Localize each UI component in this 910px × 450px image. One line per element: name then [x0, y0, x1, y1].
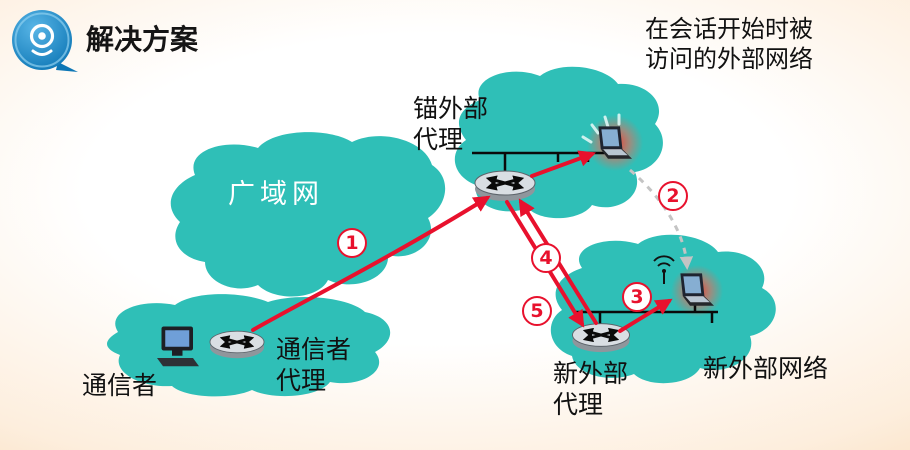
- webcam-badge-icon: [12, 10, 78, 72]
- wifi-antenna-icon: [653, 255, 675, 284]
- wan-network-blob: [170, 132, 446, 297]
- page-title: 解决方案: [86, 23, 199, 56]
- step-badge-5: 5: [522, 296, 552, 326]
- session-note: 在会话开始时被 访问的外部网络: [645, 14, 813, 74]
- correspondent-agent-router-icon: [210, 331, 264, 358]
- step-badge-3: 3: [622, 282, 652, 312]
- new-agent-router-icon: [573, 324, 630, 353]
- arrow-step3: [618, 298, 673, 333]
- new-foreign-agent-label: 新外部 代理: [553, 359, 629, 420]
- anchor-agent-label: 锚外部 代理: [413, 94, 489, 155]
- session-note-line1: 在会话开始时被: [645, 15, 813, 43]
- correspondent-pc-icon: [157, 326, 199, 367]
- step-badge-1: 1: [337, 228, 367, 258]
- wan-network-label: 广域网: [228, 179, 324, 210]
- anchor-agent-router-icon: [475, 171, 535, 201]
- wireless-signal-dashes: [581, 113, 621, 144]
- correspondent-label: 通信者: [82, 371, 158, 400]
- step-badge-2: 2: [658, 181, 688, 211]
- correspondent-agent-label: 通信者 代理: [276, 335, 352, 396]
- session-note-line2: 访问的外部网络: [645, 45, 813, 73]
- new-foreign-network-label: 新外部网络: [703, 354, 829, 383]
- arrow-step2-move: [629, 168, 694, 271]
- arrow-step1: [251, 195, 491, 332]
- step-badge-4: 4: [531, 243, 561, 273]
- arrow-anchor-to-laptop: [530, 150, 596, 178]
